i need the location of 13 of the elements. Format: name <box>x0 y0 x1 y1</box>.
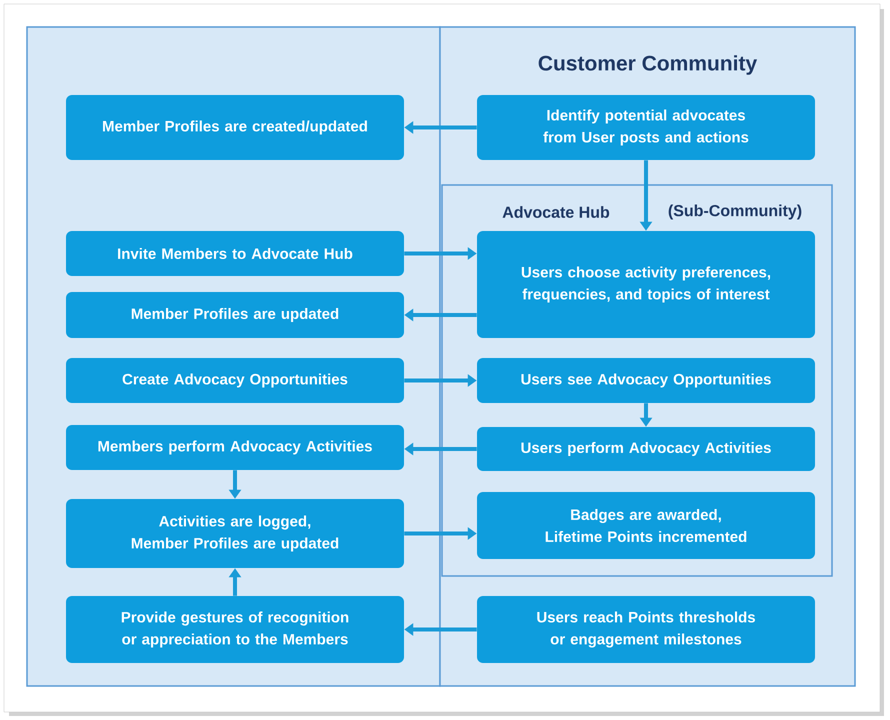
process-box: Members perform Advocacy Activities <box>66 425 404 470</box>
process-box: Member Profiles are updated <box>66 292 404 338</box>
process-box: Badges are awarded, Lifetime Points incremented <box>477 492 815 559</box>
process-box: Users see Advocacy Opportunities <box>477 358 815 403</box>
process-box: Member Profiles are created/updated <box>66 95 404 160</box>
process-box: Create Advocacy Opportunities <box>66 358 404 403</box>
process-box: Activities are logged, Member Profiles are updated <box>66 499 404 568</box>
process-box: Provide gestures of recognition or appreciation to the Members <box>66 596 404 663</box>
process-box: Invite Members to Advocate Hub <box>66 231 404 276</box>
process-box: Identify potential advocates from User posts and actions <box>477 95 815 160</box>
process-box: Users perform Advocacy Activities <box>477 427 815 471</box>
process-box: Users reach Points thresholds or engagement milestones <box>477 596 815 663</box>
process-box: Users choose activity preferences, frequencies, and topics of interest <box>477 231 815 338</box>
